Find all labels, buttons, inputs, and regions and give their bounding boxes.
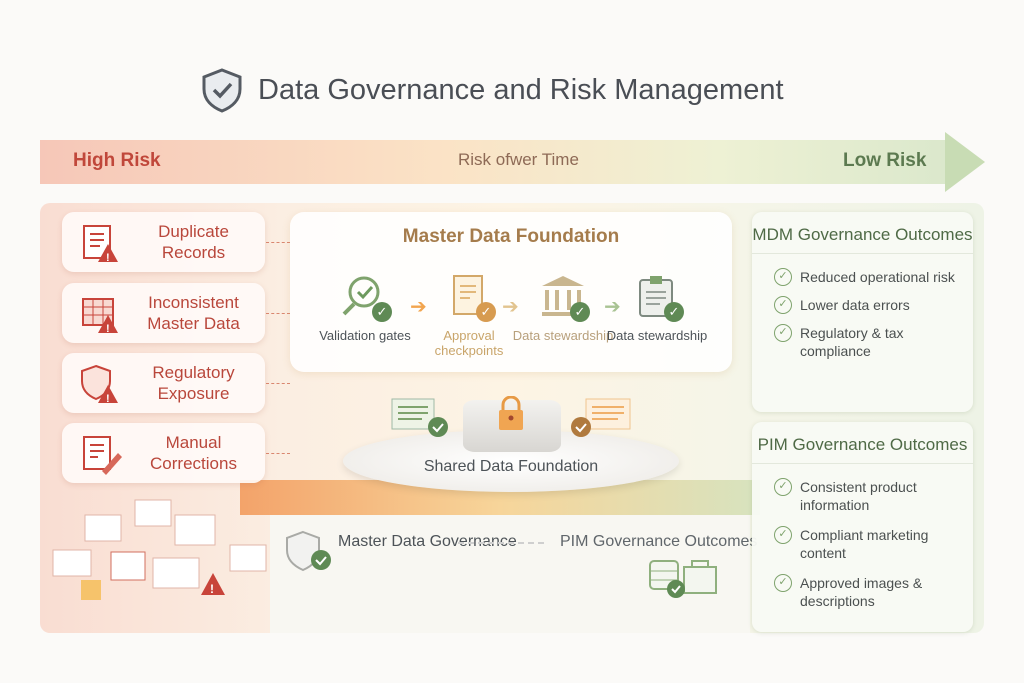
shared-data-foundation-label: Shared Data Foundation [423, 458, 599, 475]
database-bag-check-icon [649, 560, 717, 598]
shield-check-icon [286, 530, 331, 572]
connector-arrow [266, 383, 290, 384]
low-risk-label: Low Risk [843, 150, 927, 171]
title-text: Data Governance and Risk Management [258, 73, 784, 106]
institution-building-icon: ✓ [538, 274, 590, 322]
svg-text:!: ! [210, 582, 214, 596]
svg-text:!: ! [106, 323, 110, 335]
check-circle-icon: ✓ [774, 478, 792, 496]
lock-icon [499, 396, 523, 430]
connector-arrow [266, 453, 290, 454]
step-validation-gates: ✓ Validation gates [310, 274, 420, 343]
outcome-label: Lower data errors [800, 297, 910, 313]
pim-outcomes-title: PIM Governance Outcomes [752, 422, 973, 464]
foundation-title: Master Data Foundation [402, 226, 620, 247]
document-check-icon: ✓ [444, 274, 496, 322]
check-circle-icon: ✓ [774, 574, 792, 592]
risk-card-regulatory-exposure: ! Regulatory Exposure [62, 353, 265, 413]
svg-text:!: ! [106, 252, 110, 264]
pim-governance-outcomes-label: PIM Governance Outcomes [560, 533, 758, 550]
risk-over-time-label: Risk ofwer Time [458, 150, 579, 169]
outcome-item: ✓ Reduced operational risk [752, 268, 973, 286]
high-risk-label: High Risk [73, 150, 161, 171]
grid-warning-icon: ! [80, 293, 120, 335]
step-label: Approval checkpoints [434, 328, 504, 358]
step-label: Data stewardship [606, 328, 708, 343]
risk-card-duplicate-records: ! Duplicate Records [62, 212, 265, 272]
outcome-item: ✓ Regulatory & tax compliance [752, 324, 973, 360]
check-circle-icon: ✓ [774, 268, 792, 286]
step-approval-checkpoints: ✓ Approval checkpoints [414, 274, 524, 358]
shield-warning-icon: ! [80, 363, 120, 405]
connector-arrow [266, 313, 290, 314]
check-circle-icon: ✓ [774, 526, 792, 544]
connector-arrow [266, 242, 290, 243]
arrow-right-icon: ➔ [502, 296, 519, 318]
outcome-label: Approved images & descriptions [800, 575, 923, 609]
document-pencil-icon [80, 433, 122, 475]
step-label: Data stewardship [512, 328, 614, 343]
arrow-right-icon: ➔ [410, 296, 427, 318]
check-circle-icon: ✓ [774, 324, 792, 342]
outcome-item: ✓ Approved images & descriptions [752, 574, 973, 610]
document-check-left-icon [391, 398, 448, 437]
step-data-stewardship: ✓ Data stewardship [508, 274, 618, 343]
check-circle-icon: ✓ [774, 296, 792, 314]
outcome-item: ✓ Lower data errors [752, 296, 973, 314]
page-title: Data Governance and Risk Management [200, 68, 800, 113]
risk-card-manual-corrections: Manual Corrections [62, 423, 265, 483]
outcome-label: Consistent product information [800, 479, 917, 513]
magnifier-check-icon: ✓ [340, 274, 392, 322]
outcome-label: Compliant marketing content [800, 527, 929, 561]
scattered-documents-icon: ! [52, 499, 267, 600]
outcome-label: Reduced operational risk [800, 269, 955, 285]
shield-check-icon [202, 68, 242, 113]
step-data-stewardship-clipboard: ✓ Data stewardship [602, 274, 712, 343]
outcome-item: ✓ Consistent product information [752, 478, 973, 514]
risk-label: Regulatory Exposure [152, 363, 235, 403]
outcome-item: ✓ Compliant marketing content [752, 526, 973, 562]
mdm-outcomes-panel: MDM Governance Outcomes ✓ Reduced operati… [752, 212, 973, 412]
master-data-governance-label: Master Data Governance [338, 533, 517, 550]
bidirectional-arrow [458, 542, 544, 544]
outcome-label: Regulatory & tax compliance [800, 325, 904, 359]
risk-card-inconsistent-master-data: ! Inconsistent Master Data [62, 283, 265, 343]
step-label: Validation gates [319, 328, 411, 343]
clipboard-check-icon: ✓ [632, 274, 684, 322]
risk-label: Inconsistent Master Data [147, 293, 240, 333]
risk-label: Manual Corrections [150, 433, 237, 473]
svg-text:!: ! [106, 393, 110, 405]
risk-label: Duplicate Records [158, 222, 229, 262]
master-data-foundation-box: Master Data Foundation ✓ Validation gate… [290, 212, 732, 372]
document-check-right-icon [571, 398, 631, 437]
duplicate-records-warning-icon: ! [80, 222, 120, 264]
arrow-right-icon: ➔ [604, 296, 621, 318]
risk-over-time-arrow: High Risk Risk ofwer Time Low Risk [40, 132, 985, 192]
pim-outcomes-panel: PIM Governance Outcomes ✓ Consistent prod… [752, 422, 973, 632]
mdm-outcomes-title: MDM Governance Outcomes [752, 212, 973, 254]
